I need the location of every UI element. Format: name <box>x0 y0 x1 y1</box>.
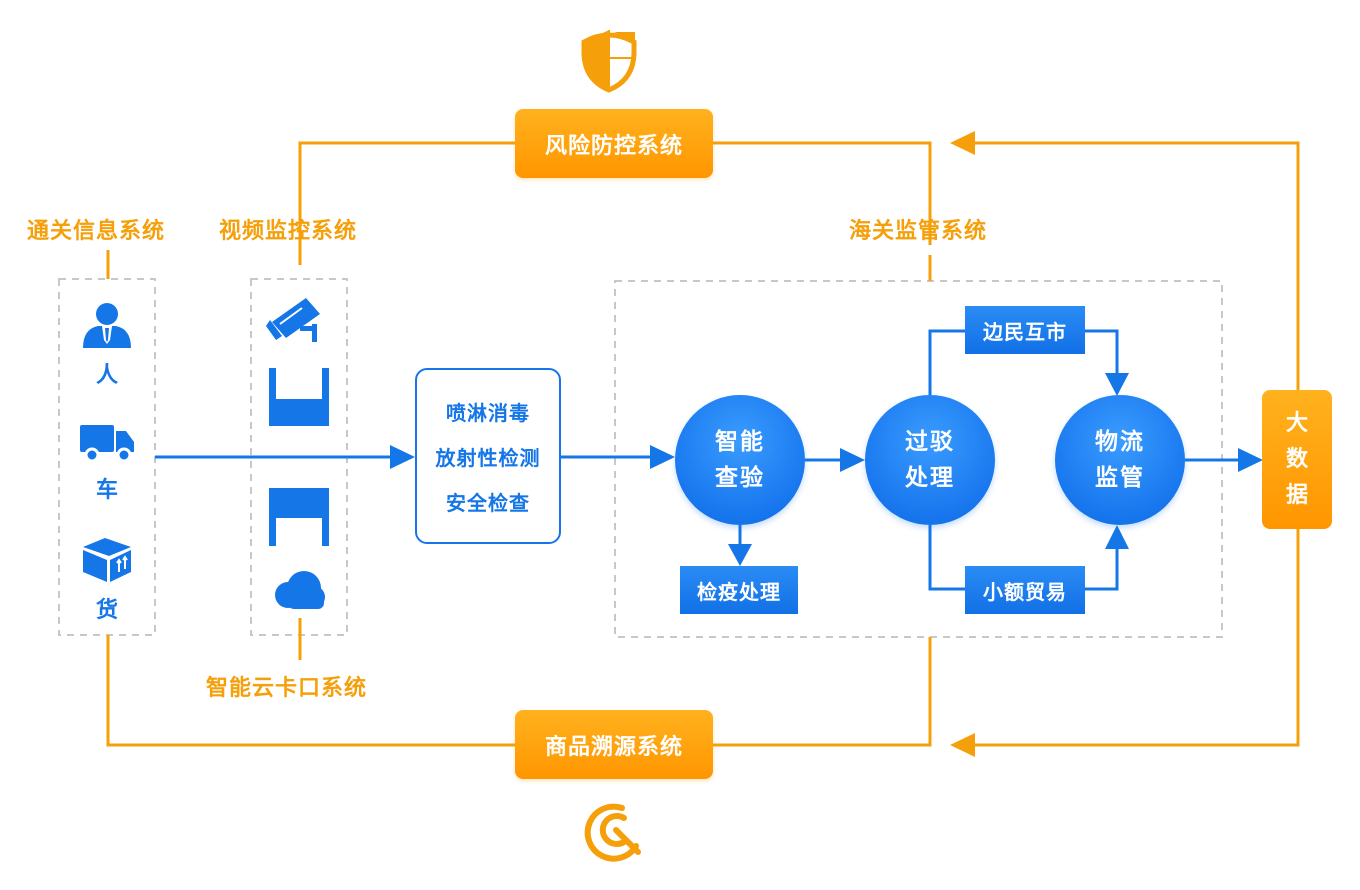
clearance-node[interactable]: 过驳 处理 <box>865 395 995 525</box>
bigdata-bottom-arrow <box>950 733 975 757</box>
trace-line-right <box>713 637 932 747</box>
logistics-node[interactable]: 物流 监管 <box>1055 395 1185 525</box>
big-data-char3: 据 <box>1285 482 1308 508</box>
camera-icon <box>266 298 320 342</box>
smart-inspection-node[interactable]: 智能 查验 <box>675 395 805 525</box>
risk-line-right <box>713 141 932 245</box>
customs-supervision-system-label: 海关监管系统 <box>849 219 988 244</box>
border-trade-node[interactable]: 边民互市 <box>965 306 1085 354</box>
big-data-char1: 大 <box>1285 410 1308 436</box>
box-icon <box>83 538 131 582</box>
risk-line-left <box>298 141 515 265</box>
shield-icon <box>581 30 637 93</box>
trace-line-left <box>106 635 515 747</box>
clearance-line2: 处理 <box>905 465 955 491</box>
bigdata-top-arrow <box>950 131 975 155</box>
logistics-line2: 监管 <box>1095 465 1145 491</box>
person-icon <box>83 303 131 348</box>
gate-icon <box>269 368 329 546</box>
bigdata-bottom-line <box>975 529 1300 747</box>
goods-label: 货 <box>96 598 119 623</box>
smart-cloud-checkpoint-label: 智能云卡口系统 <box>206 676 368 701</box>
clearance-line1: 过驳 <box>905 429 955 455</box>
big-data-node[interactable]: 大 数 据 <box>1262 390 1332 529</box>
smart-inspection-line1: 智能 <box>715 429 765 455</box>
small-trade-node[interactable]: 小额贸易 <box>965 566 1085 614</box>
safety-check: 安全检查 <box>446 490 530 515</box>
inspection-box: 喷淋消毒 放射性检测 安全检查 <box>415 368 561 544</box>
video-monitor-system-label: 视频监控系统 <box>219 219 358 244</box>
bigdata-top-line <box>975 141 1300 390</box>
trace-icon <box>584 803 641 862</box>
vehicle-label: 车 <box>96 478 119 503</box>
person-label: 人 <box>96 363 119 388</box>
quarantine-node[interactable]: 检疫处理 <box>680 566 798 614</box>
spray-disinfection: 喷淋消毒 <box>446 400 530 425</box>
smart-inspection-line2: 查验 <box>715 465 765 491</box>
truck-icon <box>80 425 134 463</box>
risk-control-system[interactable]: 风险防控系统 <box>515 109 713 178</box>
customs-info-system-label: 通关信息系统 <box>27 219 166 244</box>
radiation-detection: 放射性检测 <box>435 445 541 470</box>
big-data-char2: 数 <box>1285 446 1308 472</box>
cloud-icon <box>275 571 325 609</box>
traceability-system[interactable]: 商品溯源系统 <box>515 710 713 779</box>
logistics-line1: 物流 <box>1095 429 1145 455</box>
